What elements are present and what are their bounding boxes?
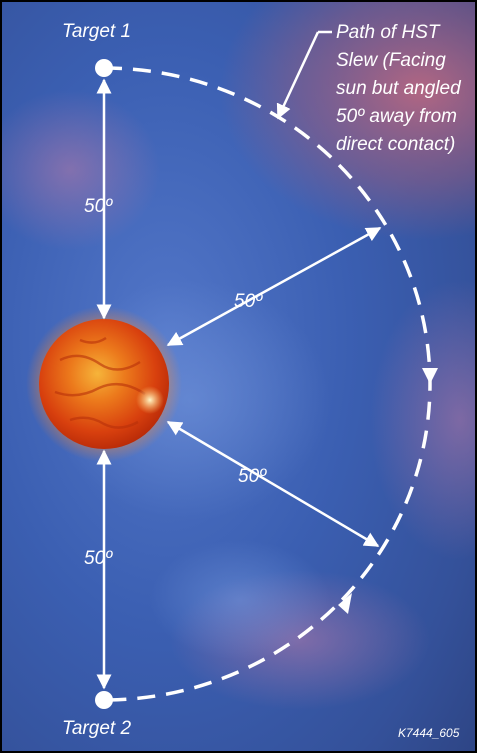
path-callout-line-2: Slew (Facing — [336, 50, 446, 71]
nebula-pink-left — [0, 90, 160, 250]
nebula-pink-mid-right — [370, 280, 477, 560]
angle-label-bottom: 50º — [84, 548, 113, 569]
target-1-dot-icon — [95, 59, 113, 77]
target-1-label: Target 1 — [62, 21, 131, 42]
path-callout-line-1: Path of HST — [336, 22, 441, 43]
nebula-light-bottom — [150, 540, 330, 660]
path-callout-line-3: sun but angled — [336, 78, 462, 99]
sun-icon — [39, 319, 169, 449]
callout-arrow — [276, 31, 320, 120]
path-callout-line-4: 50º away from — [336, 106, 457, 127]
sun-flare — [136, 386, 164, 414]
path-direction-arrow-2 — [338, 593, 352, 614]
figure-id: K7444_605 — [398, 726, 460, 740]
arrow-sun-to-path-upper — [166, 226, 382, 347]
path-direction-arrow-1 — [422, 368, 438, 384]
arrow-sun-to-path-lower — [166, 420, 380, 548]
path-callout-line-5: direct contact) — [336, 134, 455, 155]
angle-label-lower-diagonal: 50º — [238, 466, 267, 487]
target-2-dot-icon — [95, 691, 113, 709]
angle-label-upper-diagonal: 50º — [234, 291, 263, 312]
sun-surface-texture — [54, 336, 146, 429]
slew-path — [103, 66, 432, 702]
angle-label-top: 50º — [84, 196, 113, 217]
target-2-label: Target 2 — [62, 718, 131, 739]
nebula-pink-top-right — [220, 0, 477, 240]
